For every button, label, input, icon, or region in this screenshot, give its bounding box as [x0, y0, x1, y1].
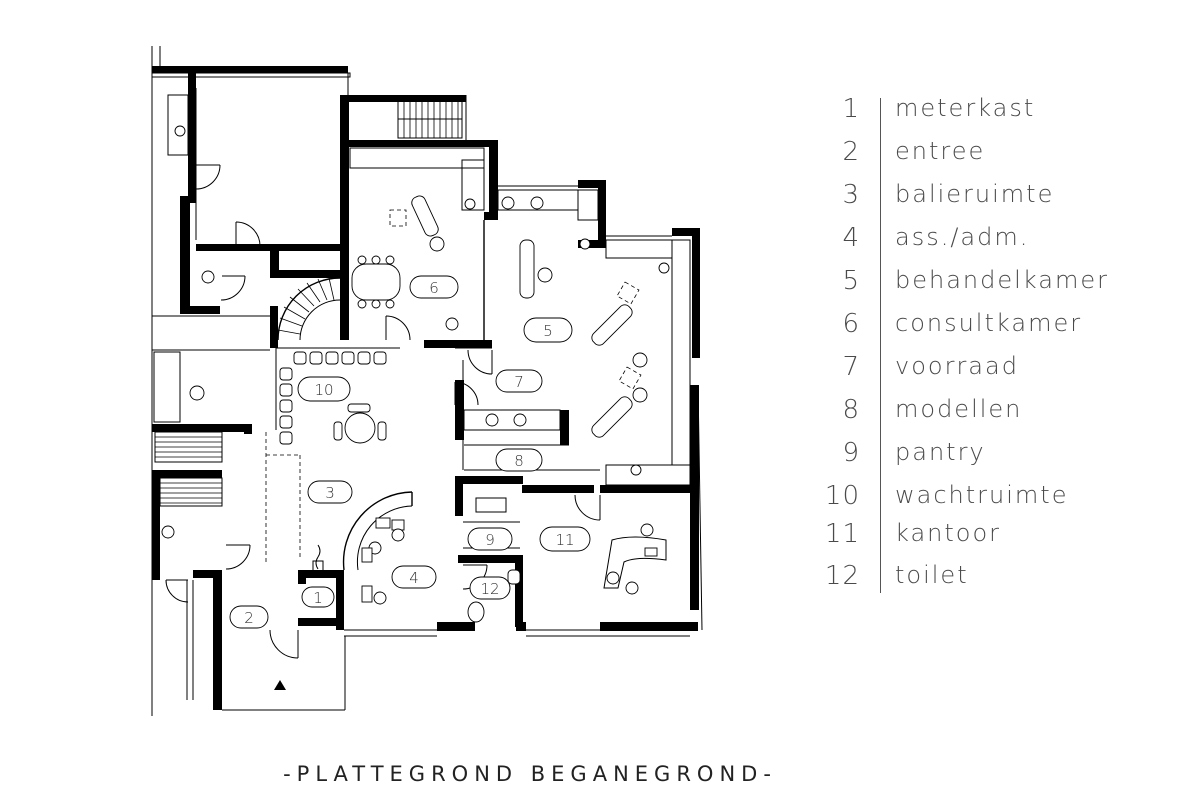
legend-label: kantoor	[895, 519, 1002, 547]
legend-item: 7 voorraad	[820, 352, 1140, 392]
legend-item: 1 meterkast	[820, 94, 1140, 134]
svg-text:3: 3	[325, 484, 335, 502]
plan-caption: -PLATTEGROND BEGANEGROND-	[283, 762, 777, 786]
legend-item: 2 entree	[820, 137, 1140, 177]
pill-room-4: 4	[391, 565, 437, 589]
legend-item: 3 balieruimte	[820, 180, 1140, 220]
legend-item: 12 toilet	[820, 561, 1140, 601]
legend-number: 1	[842, 94, 860, 124]
legend-number: 2	[842, 137, 860, 167]
svg-text:7: 7	[514, 373, 524, 391]
legend-item: 10 wachtruimte	[820, 481, 1140, 521]
furniture	[153, 94, 691, 690]
svg-text:6: 6	[429, 279, 439, 297]
legend-label: voorraad	[895, 352, 1019, 380]
legend-label: ass./adm.	[895, 223, 1030, 251]
pill-room-1: 1	[301, 586, 335, 608]
svg-text:8: 8	[514, 452, 524, 470]
room-legend: 1 meterkast 2 entree 3 balieruimte 4 ass./ad…	[820, 90, 1140, 600]
legend-number: 7	[842, 352, 860, 382]
legend-label: meterkast	[895, 94, 1036, 122]
legend-label: wachtruimte	[895, 481, 1069, 509]
legend-divider	[880, 98, 881, 593]
legend-number: 4	[842, 223, 860, 253]
legend-item: 5 behandelkamer	[820, 266, 1140, 306]
pill-room-9: 9	[467, 527, 513, 551]
legend-number: 11	[824, 519, 860, 549]
doors	[165, 164, 601, 659]
pill-room-2: 2	[229, 605, 269, 629]
svg-text:1: 1	[313, 589, 323, 607]
pill-room-6: 6	[409, 275, 459, 299]
pill-room-3: 3	[307, 480, 353, 504]
walls	[152, 66, 700, 710]
legend-number: 8	[842, 395, 860, 425]
legend-item: 6 consultkamer	[820, 309, 1140, 349]
svg-text:10: 10	[314, 381, 333, 399]
svg-text:12: 12	[480, 580, 499, 598]
svg-text:5: 5	[543, 322, 553, 340]
room-number-pills: 1 2 3 4 5 6 7 8 9 10 11 12	[229, 275, 591, 629]
pill-room-11: 11	[539, 526, 591, 552]
legend-label: modellen	[895, 395, 1023, 423]
pill-room-10: 10	[297, 376, 351, 402]
svg-text:2: 2	[244, 609, 254, 627]
legend-label: balieruimte	[895, 180, 1055, 208]
pill-room-7: 7	[495, 369, 543, 393]
legend-number: 9	[842, 438, 860, 468]
legend-number: 6	[842, 309, 860, 339]
svg-text:11: 11	[555, 531, 574, 549]
legend-number: 10	[824, 481, 860, 511]
pill-room-8: 8	[495, 448, 543, 472]
legend-item: 8 modellen	[820, 395, 1140, 435]
pill-room-5: 5	[523, 317, 573, 343]
legend-number: 12	[824, 561, 860, 591]
svg-text:9: 9	[485, 531, 495, 549]
legend-item: 9 pantry	[820, 438, 1140, 478]
legend-item: 11 kantoor	[820, 519, 1140, 559]
legend-label: pantry	[895, 438, 986, 466]
legend-number: 3	[842, 180, 860, 210]
svg-text:4: 4	[409, 569, 419, 587]
legend-item: 4 ass./adm.	[820, 223, 1140, 263]
legend-label: behandelkamer	[895, 266, 1109, 294]
legend-label: toilet	[895, 561, 969, 589]
pill-room-12: 12	[469, 576, 511, 600]
legend-label: consultkamer	[895, 309, 1083, 337]
legend-label: entree	[895, 137, 986, 165]
stairs	[154, 99, 463, 507]
legend-number: 5	[842, 266, 860, 296]
